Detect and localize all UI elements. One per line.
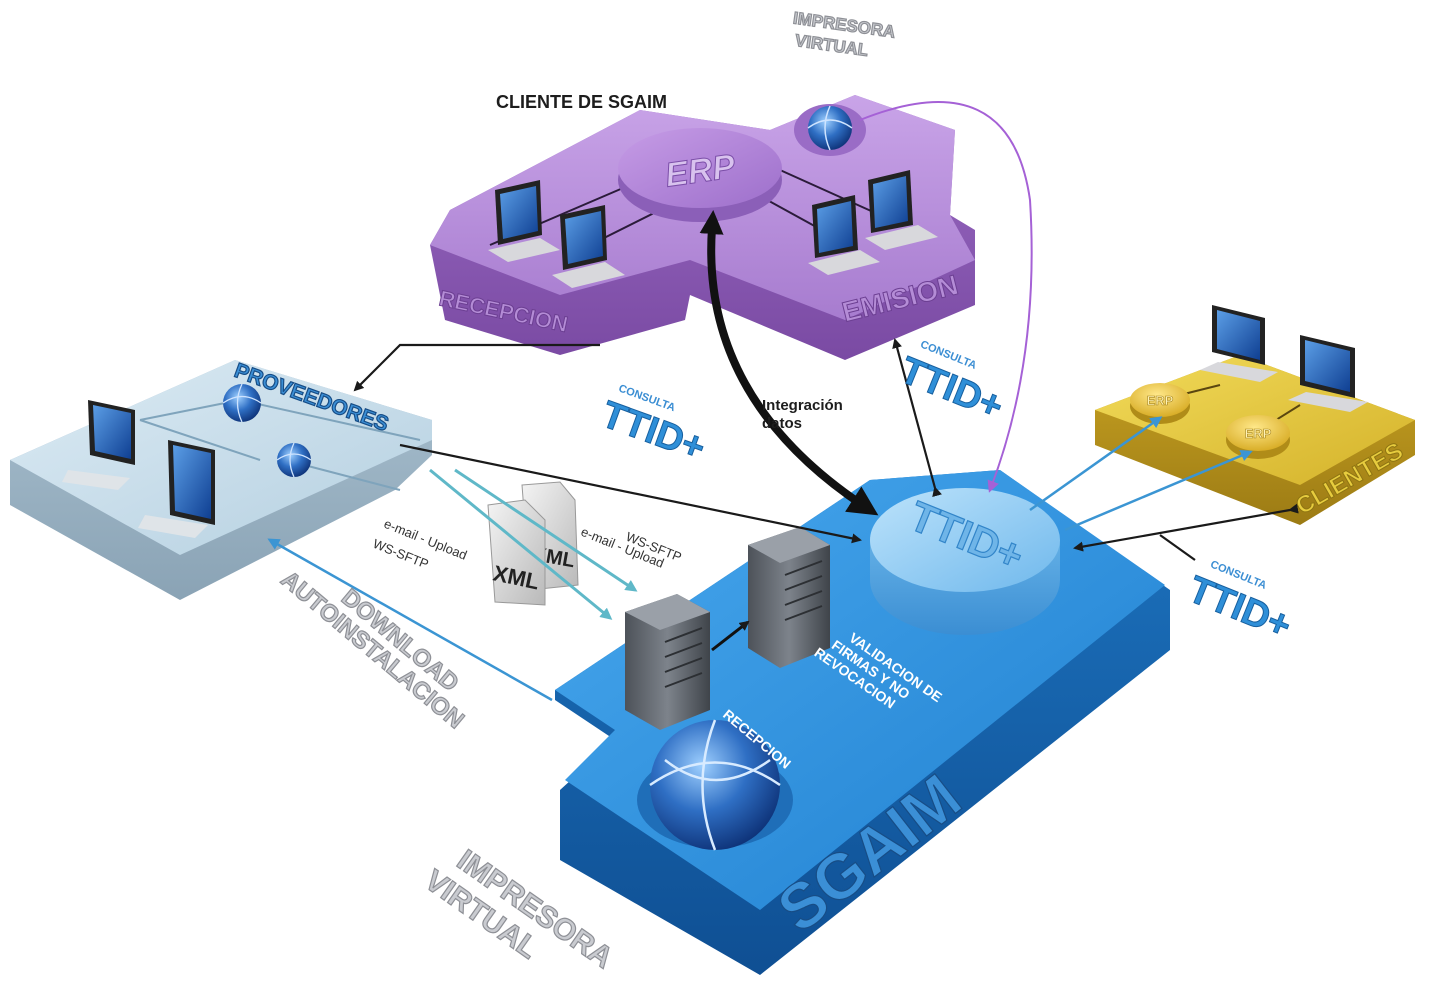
erp-disc: ERP <box>1130 383 1190 424</box>
computer-icon <box>552 205 625 288</box>
download-label: DOWNLOAD AUTOINSTALACION <box>275 565 470 735</box>
consulta-ttid-badge: CONSULTA TTID+ <box>894 339 1010 429</box>
cliente-platform: ERP RECEPCION EMISION <box>430 95 975 360</box>
svg-text:datos: datos <box>762 415 802 432</box>
consulta-top-arrow <box>892 338 942 498</box>
impresora-to-ttid-arrow <box>859 101 1033 493</box>
proveedores-to-sgaim-arrow <box>399 443 862 544</box>
svg-text:Integración: Integración <box>762 397 843 414</box>
svg-text:ERP: ERP <box>1147 393 1174 408</box>
globe-icon <box>276 442 312 478</box>
erp-disc: ERP <box>1226 415 1290 459</box>
clientes-arrow <box>1029 416 1163 512</box>
consulta-right-line <box>1159 534 1196 561</box>
computer-icon <box>1288 335 1368 412</box>
integracion-label: Integración datos <box>762 397 843 432</box>
upload-arrow <box>429 468 613 620</box>
computer-icon <box>1200 305 1278 382</box>
impresora-top-label: IMPRESORA VIRTUAL <box>791 8 897 61</box>
proveedores-platform: PROVEEDORES <box>10 358 432 600</box>
svg-text:ERP: ERP <box>1245 426 1272 441</box>
erp-to-proveedores-arrow <box>353 343 600 392</box>
sgaim-platform: TTID+ SGAIM RECEPCION VALIDACION DE FIRM… <box>555 470 1170 975</box>
globe-icon <box>222 383 262 423</box>
svg-text:AUTOINSTALACION: AUTOINSTALACION <box>276 566 469 734</box>
ttid-cylinder: TTID+ <box>870 488 1060 635</box>
xml-document-icon: XML <box>487 499 546 606</box>
integracion-arrow <box>699 210 879 516</box>
erp-hub: ERP <box>618 128 782 222</box>
clientes-platform: ERP ERP CLIENTES <box>1095 305 1415 525</box>
cliente-sgaim-title: CLIENTE DE SGAIM <box>496 92 667 112</box>
download-arrow <box>267 538 553 702</box>
globe-icon <box>794 104 866 156</box>
clientes-to-sgaim-arrow <box>1073 503 1299 552</box>
computer-icon <box>62 400 135 490</box>
globe-icon <box>637 719 793 851</box>
consulta-ttid-badge: CONSULTA TTID+ <box>1182 559 1298 649</box>
consulta-ttid-badge: CONSULTA TTID+ <box>596 383 712 471</box>
computer-icon <box>138 440 215 538</box>
computer-icon <box>488 180 560 262</box>
server-icon <box>625 594 710 730</box>
computer-icon <box>865 170 938 250</box>
upload-arrow <box>454 468 638 592</box>
server-icon <box>748 527 830 668</box>
